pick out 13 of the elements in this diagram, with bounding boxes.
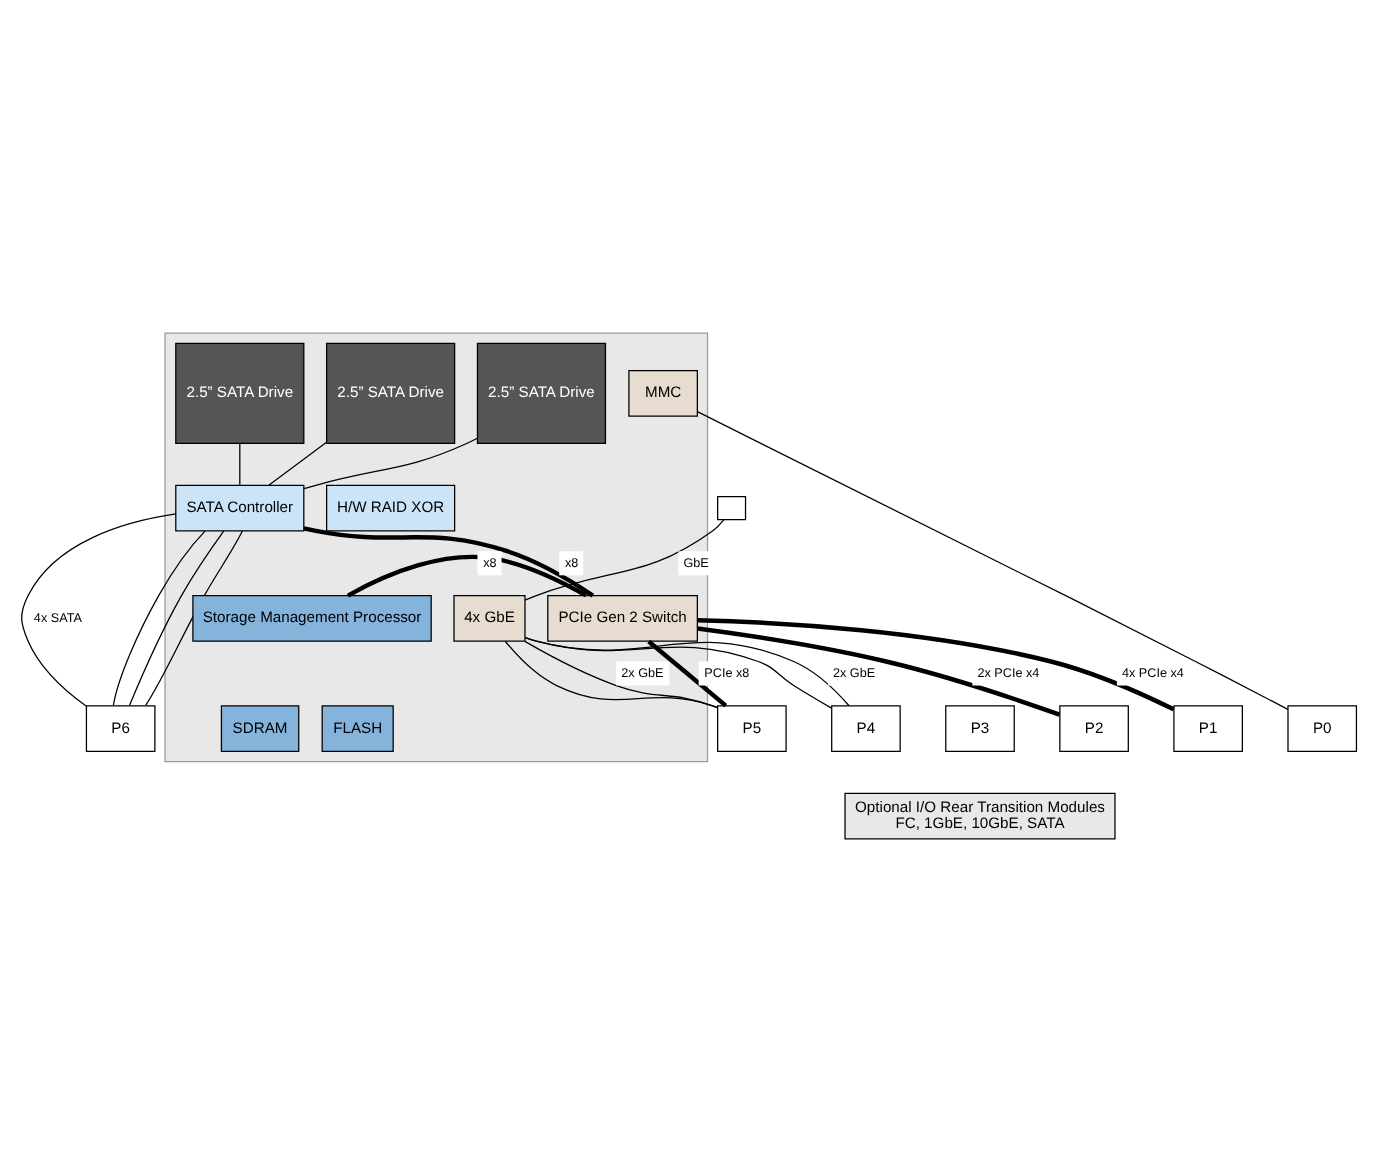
connector <box>647 639 728 708</box>
connector <box>303 526 595 598</box>
connector <box>268 441 327 486</box>
connector <box>346 554 588 598</box>
cluster <box>164 332 709 763</box>
connector <box>145 530 243 707</box>
connector <box>524 519 725 601</box>
connector <box>21 513 177 707</box>
connector <box>239 442 241 486</box>
connector <box>303 437 478 490</box>
node-box <box>717 496 747 521</box>
connector <box>128 530 225 707</box>
connector <box>112 530 206 707</box>
